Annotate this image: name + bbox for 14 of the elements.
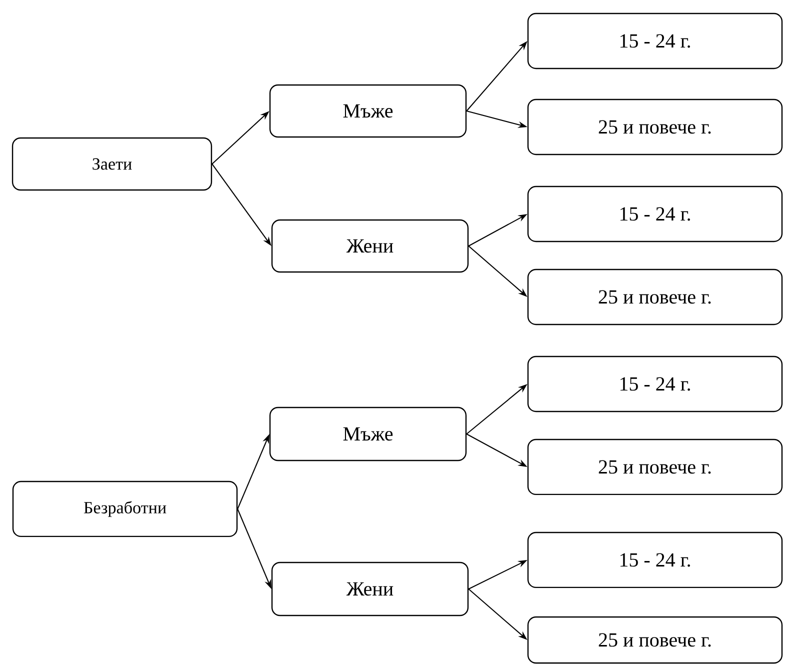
category-box: Заети — [12, 137, 212, 191]
category-box: 25 и повече г. — [527, 268, 783, 326]
category-box: 15 - 24 г. — [527, 186, 783, 242]
category-box: 15 - 24 г. — [527, 356, 783, 412]
category-box: 15 - 24 г. — [527, 532, 783, 588]
category-box: 15 - 24 г. — [527, 12, 783, 70]
category-box: Мъже — [269, 406, 467, 462]
category-box: Безработни — [12, 480, 238, 538]
category-box: 25 и повече г. — [527, 98, 783, 156]
category-box: 25 и повече г. — [527, 616, 783, 664]
category-box: Мъже — [269, 84, 467, 138]
category-box: Жени — [271, 219, 469, 273]
category-box: 25 и повече г. — [527, 438, 783, 496]
category-box: Жени — [271, 562, 469, 616]
